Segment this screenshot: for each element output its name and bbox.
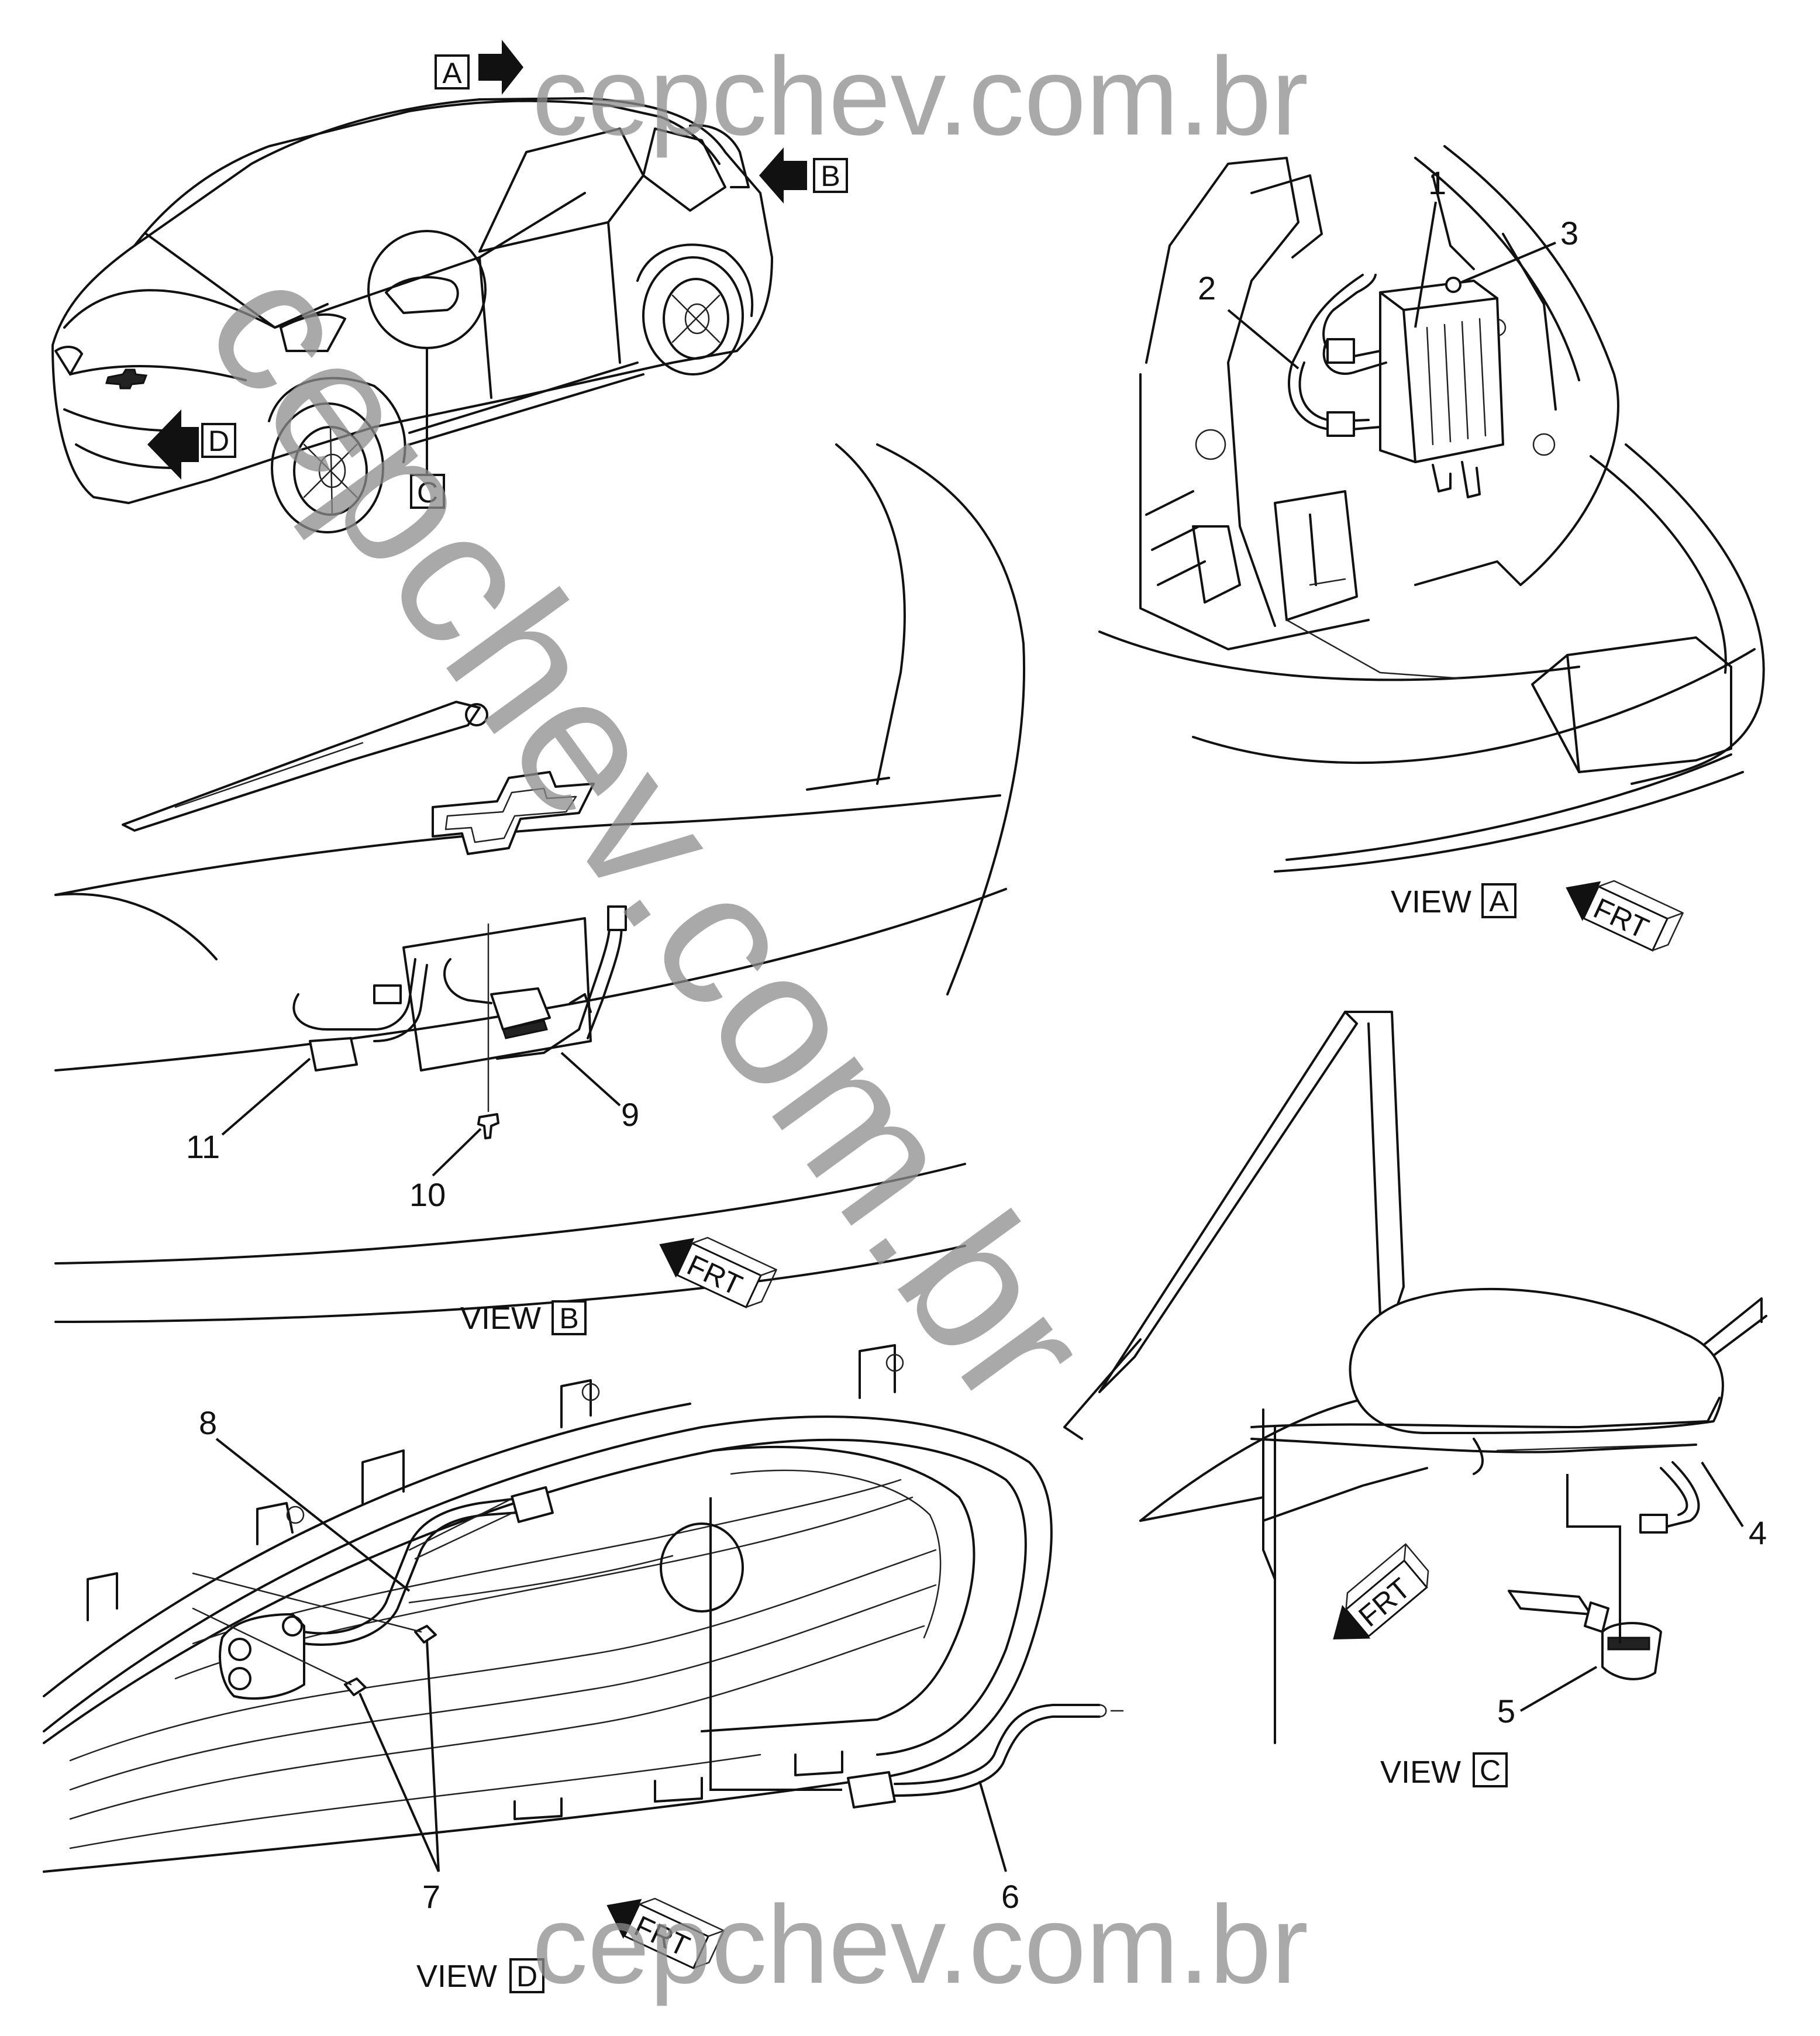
view-c-word: VIEW	[1380, 1755, 1461, 1790]
view-a-word: VIEW	[1391, 884, 1471, 919]
callout-7: 7	[422, 1878, 440, 1915]
callout-9: 9	[621, 1096, 639, 1133]
watermark-bottom: cepchev.com.br	[532, 1883, 1308, 2007]
frt-indicator-view-a: FRT	[1566, 880, 1684, 952]
view-c-label: VIEW C	[1380, 1752, 1508, 1790]
callout-11: 11	[186, 1128, 220, 1165]
view-c-panel: 4 5 VIEW C FRT	[1063, 1011, 1767, 1790]
view-d-letter: D	[516, 1960, 537, 1993]
view-b-panel: 11 9 10 VIEW B FRT	[54, 443, 1026, 1336]
view-a-letter: A	[1489, 885, 1509, 918]
frt-indicator-view-b: FRT	[659, 1236, 777, 1308]
view-b-word: VIEW	[460, 1301, 541, 1336]
arrow-a-label: A	[442, 57, 462, 89]
view-d-word: VIEW	[416, 1959, 497, 1994]
watermark-top: cepchev.com.br	[532, 35, 1308, 159]
view-box-c: C	[410, 474, 445, 509]
view-c-letter: C	[1480, 1754, 1501, 1787]
callout-8: 8	[199, 1404, 217, 1441]
watermark-diagonal: cepchev.com.br	[165, 225, 1133, 1443]
callout-2: 2	[1198, 270, 1216, 306]
callout-1: 1	[1428, 164, 1446, 201]
arrow-d-label: D	[208, 425, 229, 457]
arrow-c-label: C	[417, 476, 438, 509]
callout-6: 6	[1001, 1878, 1019, 1915]
callout-4: 4	[1749, 1514, 1767, 1551]
view-arrow-d: D	[147, 409, 236, 480]
frt-indicator-view-c: FRT	[1333, 1543, 1429, 1639]
view-arrow-a: A	[435, 40, 523, 95]
view-a-panel: 1 2 3 VIEW A FRT	[1098, 145, 1765, 952]
vehicle-overview: A B C D	[51, 40, 848, 533]
callout-3: 3	[1560, 215, 1578, 252]
view-arrow-b: B	[759, 147, 848, 204]
view-b-label: VIEW B	[460, 1300, 587, 1336]
callout-5: 5	[1497, 1693, 1515, 1730]
view-d-label: VIEW D	[416, 1958, 544, 1994]
arrow-b-label: B	[821, 160, 840, 192]
view-b-letter: B	[559, 1302, 578, 1335]
view-a-label: VIEW A	[1391, 883, 1516, 919]
callout-10: 10	[409, 1176, 446, 1213]
